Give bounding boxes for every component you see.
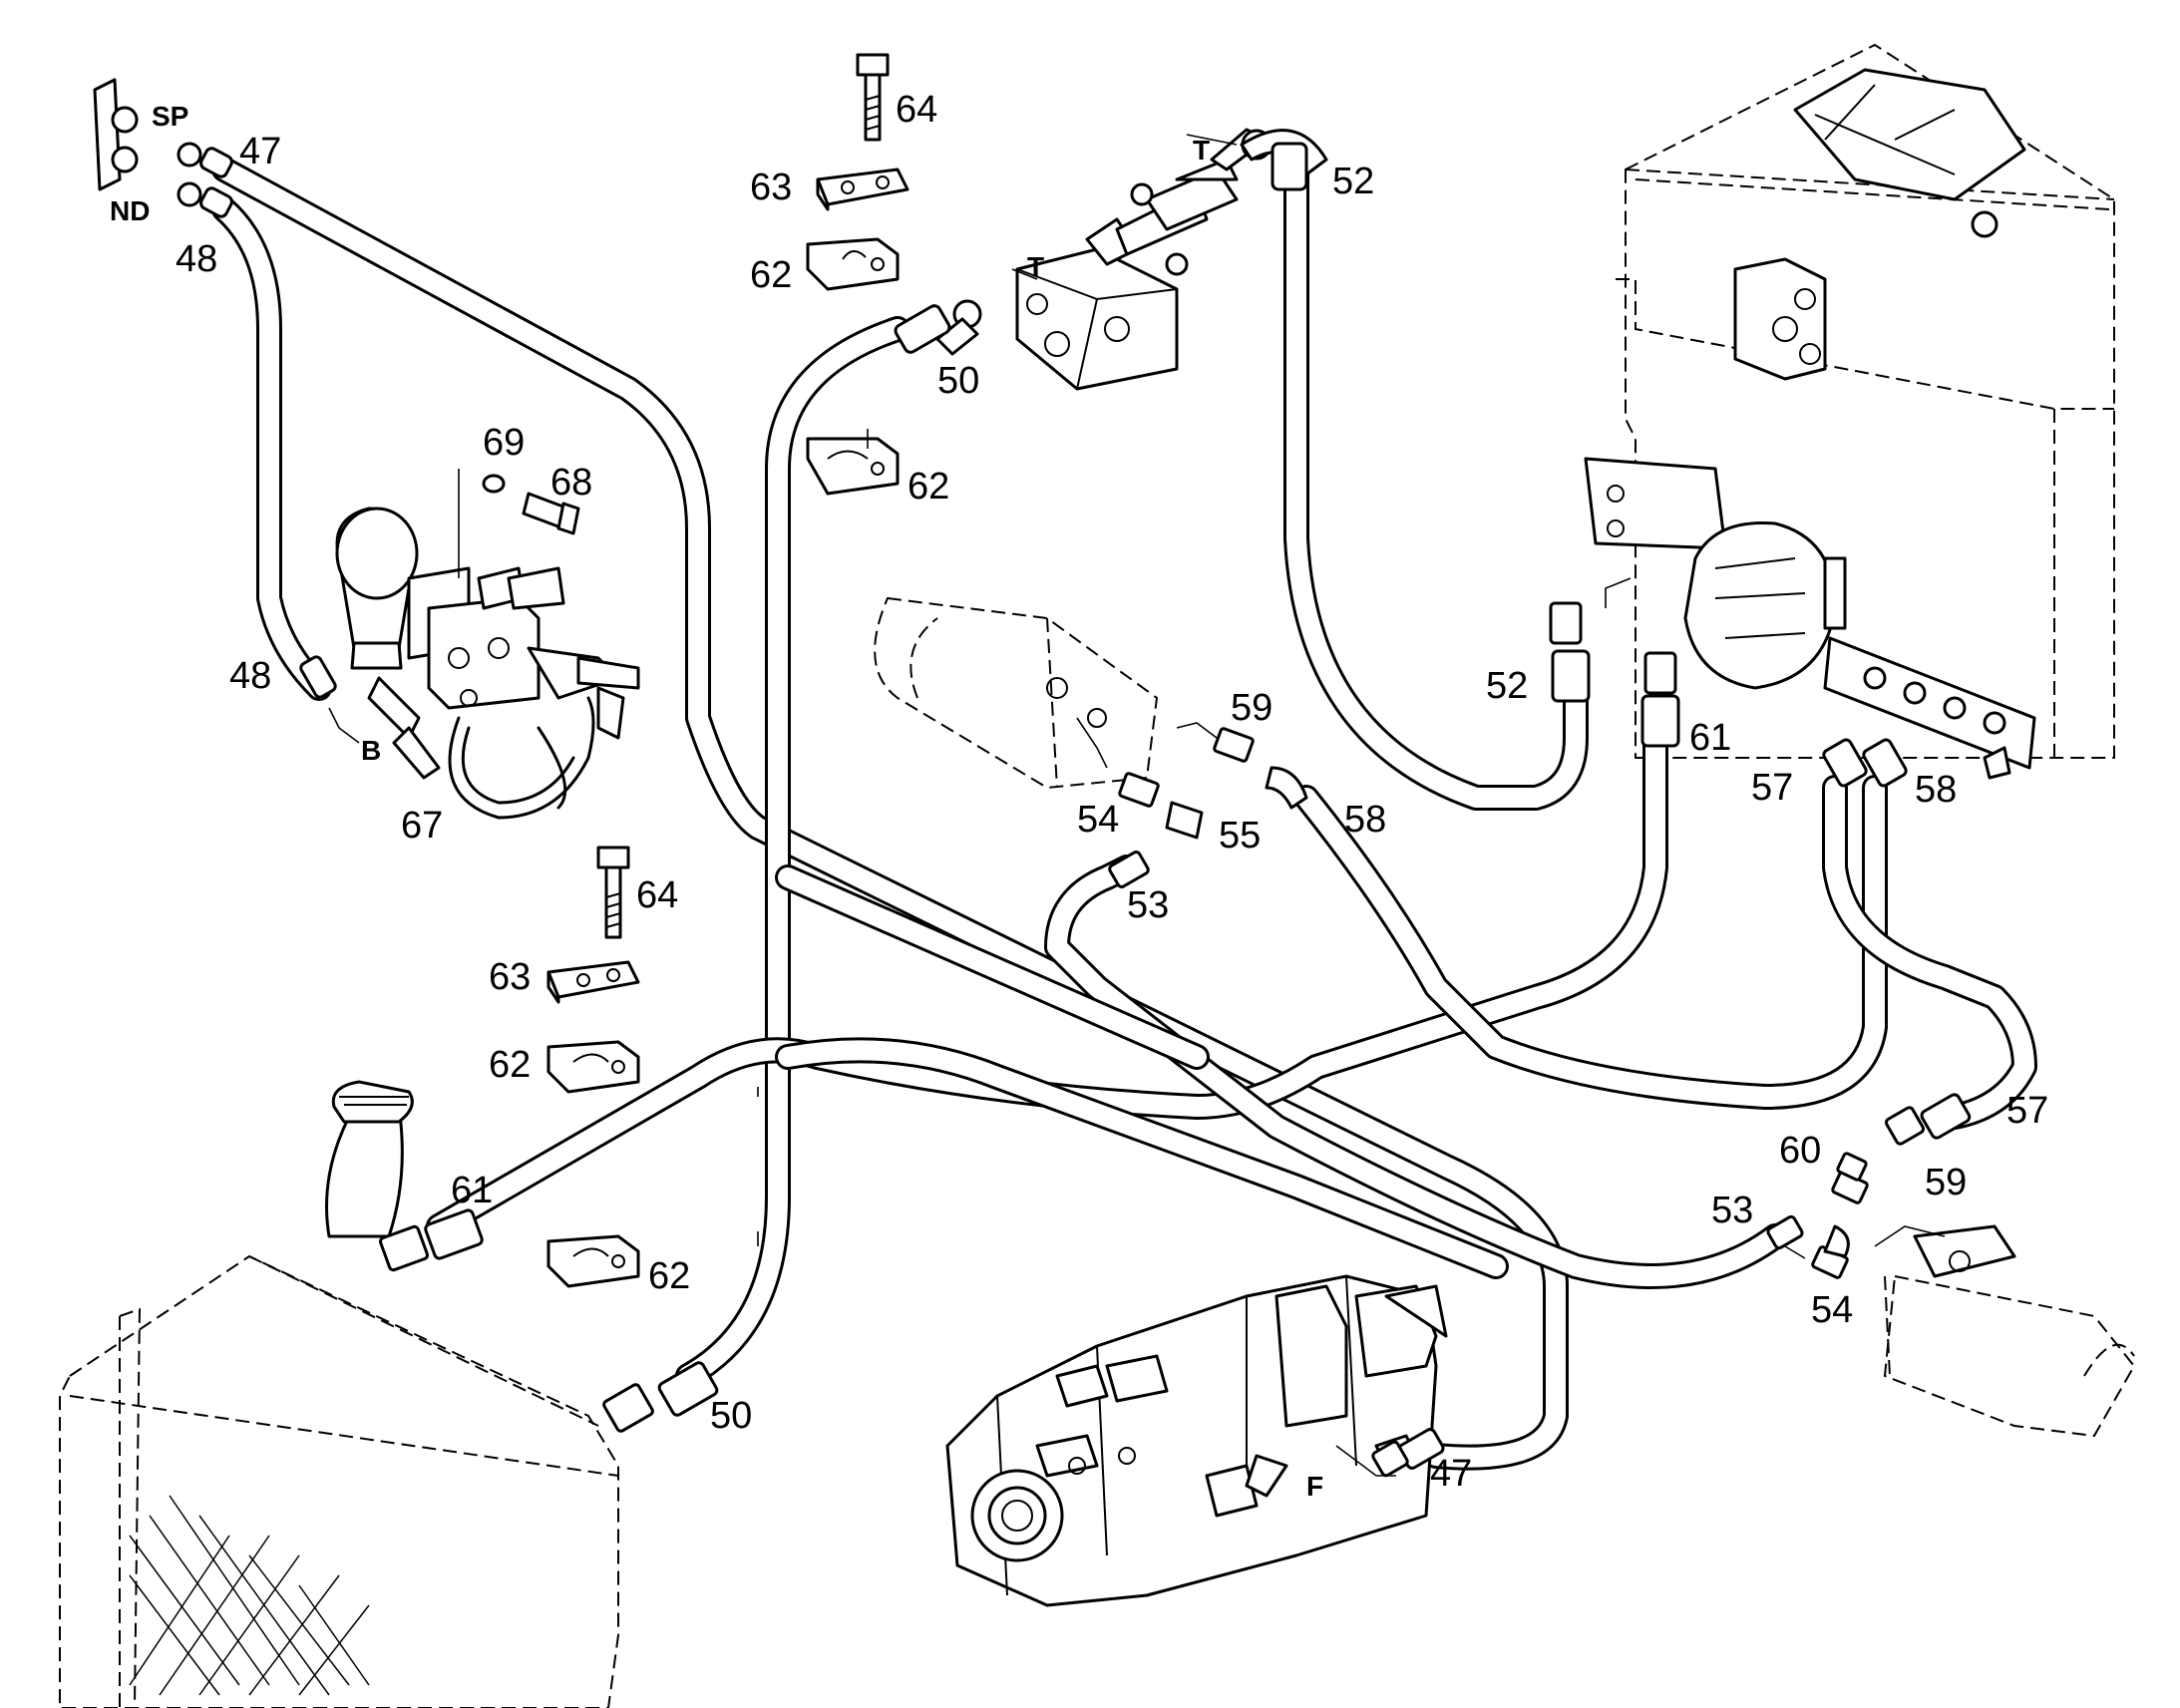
callout-59-upper: 59	[1231, 687, 1272, 729]
callout-57-mid: 57	[1751, 767, 1793, 809]
port-label-f: F	[1306, 1471, 1323, 1502]
callout-50-upper: 50	[937, 360, 979, 402]
callout-48-mid: 48	[229, 655, 271, 697]
radiator	[59, 1080, 619, 1708]
callout-64-upper: 64	[896, 89, 937, 131]
clamp-stack-upper	[806, 53, 909, 496]
port-label-sp: SP	[152, 101, 188, 132]
callout-63-upper: 63	[750, 167, 792, 208]
callout-67: 67	[401, 805, 443, 847]
hose-fittings	[299, 142, 1972, 1478]
adapters	[1118, 727, 1869, 1279]
callout-47-bottom: 47	[1430, 1453, 1472, 1495]
hose-57[interactable]	[1822, 775, 2037, 1130]
callout-57-lower: 57	[2006, 1090, 2048, 1132]
hose-50[interactable]	[675, 316, 910, 1389]
hose-58-upper[interactable]	[1293, 775, 1888, 1110]
clamp-stack-lower	[546, 846, 640, 1288]
callout-numbers: 47 48 64 63 62 50 62 52 69 68 48 67 52 6…	[176, 89, 2048, 1495]
relief-valve-block	[935, 128, 1328, 391]
callout-48-top: 48	[176, 238, 217, 280]
callout-59-lower: 59	[1925, 1162, 1967, 1203]
port-label-b: B	[361, 735, 381, 766]
port-label-nd: ND	[110, 195, 150, 226]
tank-mounted-pump	[1584, 457, 2036, 780]
callout-52-top: 52	[1332, 161, 1374, 202]
bolt-68-washer-69	[482, 474, 580, 535]
port-label-t-upper: T	[1193, 135, 1210, 166]
hydrostatic-pump	[945, 1274, 1448, 1607]
callout-60: 60	[1779, 1130, 1821, 1172]
brake-valve-assembly	[335, 507, 640, 820]
callout-58-mid: 58	[1344, 799, 1386, 841]
callout-62-upper: 62	[750, 254, 792, 296]
callout-54-upper: 54	[1077, 799, 1119, 841]
hose-48[interactable]	[211, 196, 332, 701]
leader-lines	[328, 134, 1946, 1477]
callout-50-lower: 50	[710, 1395, 752, 1437]
hydraulic-motor-bottom	[1883, 1224, 2136, 1438]
callout-53-upper: 53	[1127, 884, 1169, 926]
port-labels: SP ND T T B F	[110, 101, 1323, 1502]
port-label-t-lower: T	[1027, 251, 1044, 282]
test-port-plate	[93, 78, 233, 218]
callout-54-lower: 54	[1811, 1289, 1853, 1331]
hose-diagonal-pair[interactable]	[775, 864, 1509, 1279]
callout-62-upper-base: 62	[908, 466, 949, 508]
callout-47-top: 47	[239, 131, 281, 172]
callout-61-mid: 61	[1689, 717, 1731, 759]
callout-62-lower: 62	[489, 1044, 531, 1086]
callout-53-lower: 53	[1711, 1190, 1753, 1231]
callout-69: 69	[483, 422, 525, 464]
hose-53-lower[interactable]	[1044, 854, 1788, 1289]
hose-52[interactable]	[1283, 147, 1589, 811]
callout-55: 55	[1219, 815, 1261, 856]
hydraulic-motor-top	[874, 596, 1159, 790]
callout-64-lower: 64	[636, 874, 678, 916]
callout-63-lower: 63	[489, 956, 531, 998]
callout-62-lower-base: 62	[648, 1255, 690, 1297]
callout-58-right: 58	[1915, 769, 1957, 811]
callout-68: 68	[550, 462, 592, 504]
callout-61-lower: 61	[451, 1170, 493, 1211]
callout-52-mid: 52	[1486, 665, 1528, 707]
